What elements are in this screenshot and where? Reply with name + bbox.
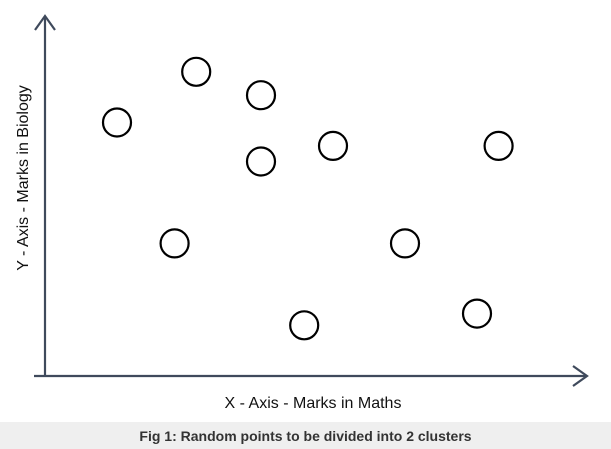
data-point <box>317 130 349 161</box>
data-point <box>245 146 277 177</box>
y-axis-arrowhead <box>34 14 56 31</box>
x-axis-label: X - Axis - Marks in Maths <box>225 395 402 412</box>
data-point <box>245 80 277 111</box>
figure-caption-bar: Fig 1: Random points to be divided into … <box>0 422 611 449</box>
data-point <box>483 130 514 161</box>
scatter-plot: X - Axis - Marks in Maths Y - Axis - Mar… <box>15 14 589 412</box>
data-point <box>289 310 320 341</box>
x-axis-arrowhead <box>572 365 589 387</box>
data-point <box>159 228 190 259</box>
data-point <box>389 228 421 259</box>
data-point <box>181 56 212 87</box>
data-points <box>101 56 514 341</box>
data-point <box>461 298 493 329</box>
figure-caption: Fig 1: Random points to be divided into … <box>139 427 472 444</box>
data-point <box>101 107 133 138</box>
y-axis-label: Y - Axis - Marks in Biology <box>15 85 32 271</box>
